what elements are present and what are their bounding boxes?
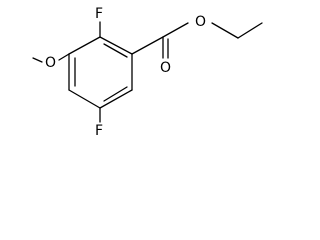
benzene-ring	[68, 36, 133, 109]
bond-methoxy-oxygen-methyl	[32, 57, 43, 63]
ring-double-bond-inner-2	[103, 86, 128, 102]
ring-double-bond-inner-1	[103, 43, 128, 58]
ring-bond-c6-c1	[68, 36, 101, 55]
canvas-background	[0, 0, 266, 155]
substituent-bonds	[32, 21, 263, 123]
ring-bond-c3-c4	[99, 89, 133, 109]
molecule-diagram: F F O O O	[0, 0, 266, 155]
bond-ethyl-methyl	[237, 22, 263, 39]
ring-bond-c1-c2	[99, 36, 133, 55]
atom-labels: F F O O O	[45, 6, 206, 139]
fluorine-top-label: F	[95, 6, 103, 22]
bond-ester-oxygen-ethyl	[211, 22, 239, 39]
bond-ring-carbonyl-carbon	[131, 36, 164, 55]
ring-bond-c4-c5	[68, 89, 101, 109]
ester-oxygen-label: O	[195, 14, 206, 30]
methoxy-oxygen-label: O	[45, 55, 56, 71]
fluorine-bottom-label: F	[95, 123, 103, 139]
bond-carbonyl-ester-oxygen	[162, 22, 189, 38]
bond-ring-methoxy-oxygen	[58, 53, 70, 61]
carbonyl-oxygen-label: O	[160, 60, 171, 76]
